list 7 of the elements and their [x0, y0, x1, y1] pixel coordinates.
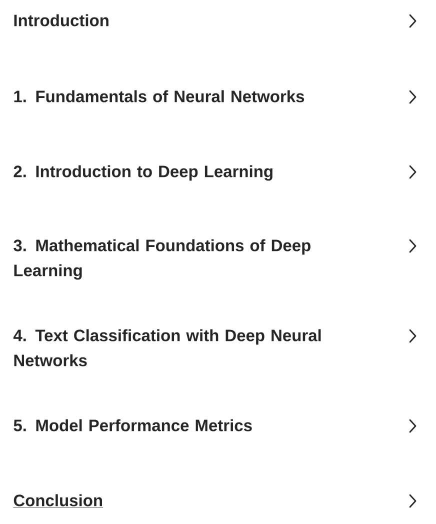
menu-item: 4. Text Classification with Deep Neural Networks	[13, 329, 321, 366]
menu-item: 1. Fundamentals of Neural Networks	[14, 90, 304, 102]
menu-item: 5. Model Performance Metrics	[14, 419, 252, 432]
menu-item: 3. Mathematical Foundations of Deep Learning	[14, 239, 310, 280]
menu-item: Conclusion	[13, 494, 104, 508]
menu-item: Introduction	[14, 14, 108, 26]
menu-item: 2. Introduction to Deep Learning	[14, 165, 272, 181]
